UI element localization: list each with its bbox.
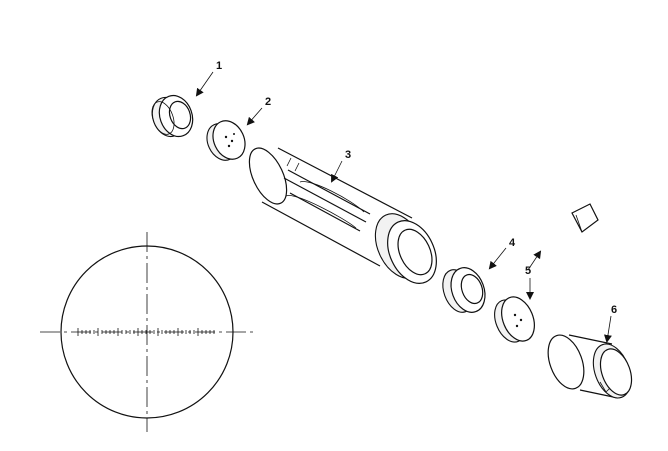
- callout-5: 5: [525, 265, 531, 277]
- part-2-lens-element: [206, 120, 246, 161]
- reticle-scale: [77, 328, 215, 336]
- callout-4: 4: [509, 237, 516, 249]
- part-4-retaining-ring: [442, 267, 486, 313]
- reticle: [40, 232, 256, 432]
- part-1-retaining-ring: [151, 94, 194, 138]
- part-5-lens-with-prism: [494, 203, 599, 343]
- part-6-end-cap: [547, 334, 633, 399]
- callout-6: 6: [611, 304, 617, 316]
- callout-2: 2: [265, 96, 271, 108]
- callout-leaders: [195, 71, 612, 343]
- callout-1: 1: [216, 60, 222, 72]
- prism: [571, 203, 599, 233]
- part-3-slotted-tube-body: [248, 147, 437, 284]
- callout-3: 3: [345, 149, 351, 161]
